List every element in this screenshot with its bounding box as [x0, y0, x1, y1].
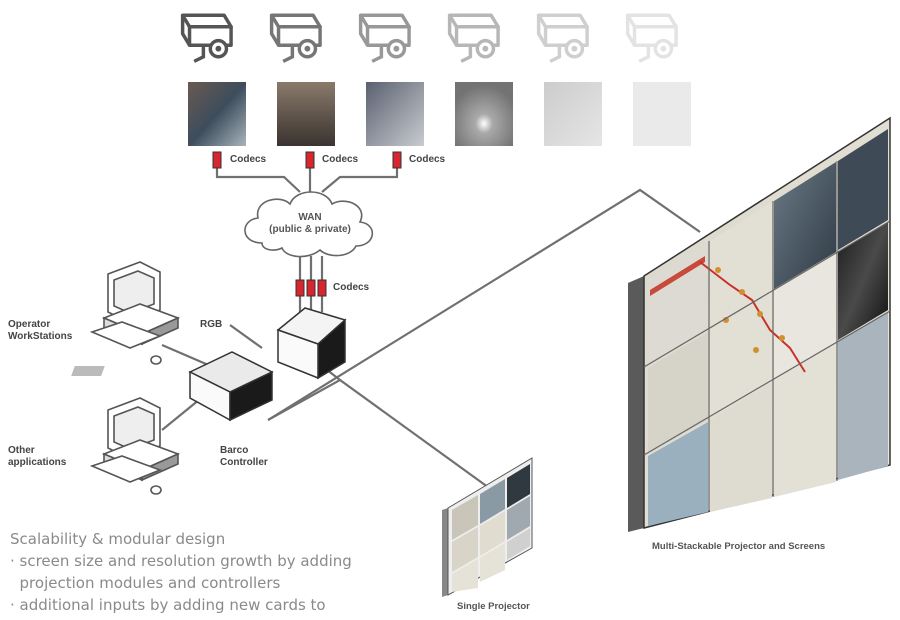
connection-lines [161, 168, 701, 491]
codec-block [305, 151, 315, 169]
camera-feed-thumbnail [455, 82, 513, 146]
wan-subtitle: (public & private) [269, 224, 351, 235]
description-bullet-3: · additional inputs by adding new cards … [10, 596, 326, 614]
codec-block [317, 279, 327, 297]
controller-label-line1: Barco [220, 445, 249, 456]
camera-feeds [188, 82, 691, 146]
operator-workstations-label: Operator WorkStations [8, 319, 72, 343]
security-camera-icon [447, 13, 500, 64]
barco-controller-label: Barco Controller [220, 445, 268, 469]
camera-row [180, 13, 678, 64]
description-heading: Scalability & modular design [10, 530, 226, 548]
codecs-label-2: Codecs [322, 154, 359, 165]
other-label-line1: Other [8, 445, 35, 456]
codecs-label-3: Codecs [409, 154, 446, 165]
security-camera-icon [269, 13, 322, 64]
controller-label-line2: Controller [220, 457, 268, 468]
single-projector-label: Single Projector [457, 601, 530, 612]
wan-cloud-icon [244, 191, 374, 258]
security-camera-icon [536, 13, 589, 64]
codec-blocks [212, 151, 402, 297]
operator-label-line2: WorkStations [8, 331, 73, 342]
description-bullet-2: projection modules and controllers [10, 574, 281, 592]
codec-block [392, 151, 402, 169]
operator-workstation-icon [89, 261, 181, 365]
camera-feed-thumbnail [188, 82, 246, 146]
security-camera-icon [358, 13, 411, 64]
other-applications-workstation-icon [89, 397, 181, 495]
camera-feed-thumbnail [366, 82, 424, 146]
operator-label-line1: Operator [8, 319, 51, 330]
wan-title: WAN [298, 212, 322, 223]
barco-controller-icon [71, 351, 274, 422]
multi-stackable-video-wall [628, 116, 891, 532]
codec-switch-icon [276, 307, 347, 380]
rgb-label: RGB [200, 319, 223, 330]
codec-block [306, 279, 316, 297]
codec-block [212, 151, 222, 169]
multi-stackable-label: Multi-Stackable Projector and Screens [652, 541, 826, 552]
description-bullet-1: · screen size and resolution growth by a… [10, 552, 352, 570]
codecs-label-1: Codecs [230, 154, 267, 165]
codec-block [295, 279, 305, 297]
camera-feed-thumbnail [544, 82, 602, 146]
camera-feed-thumbnail [633, 82, 691, 146]
camera-feed-thumbnail [277, 82, 335, 146]
description-block: Scalability & modular design · screen si… [10, 528, 352, 616]
other-applications-label: Other applications [8, 445, 66, 469]
other-label-line2: applications [8, 457, 67, 468]
security-camera-icon [625, 13, 678, 64]
wan-label: WAN (public & private) [258, 212, 362, 236]
security-camera-icon [180, 13, 233, 64]
codecs-label-4: Codecs [333, 282, 370, 293]
single-projector-screen [442, 457, 533, 597]
